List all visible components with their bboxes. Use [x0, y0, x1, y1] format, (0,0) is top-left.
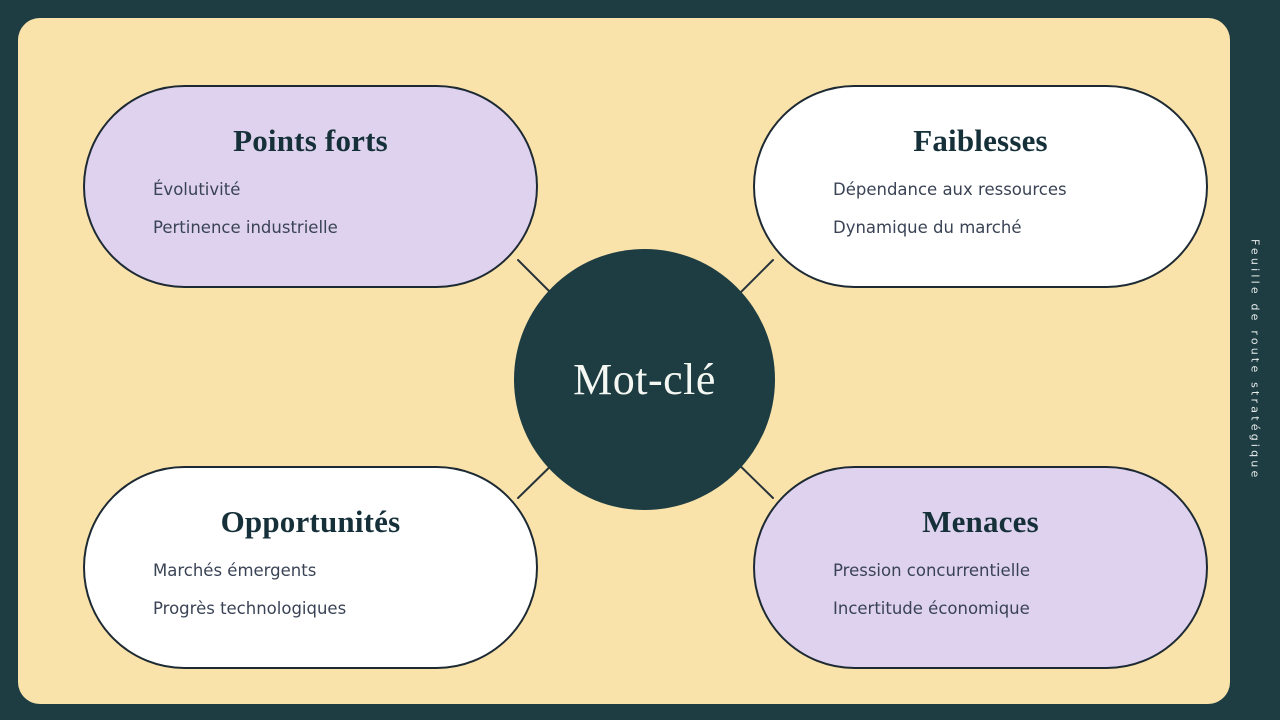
quadrant-strengths[interactable]: Points forts Évolutivité Pertinence indu… — [83, 85, 538, 288]
list-item: Dynamique du marché — [833, 217, 1022, 237]
list-item: Incertitude économique — [833, 598, 1030, 618]
quadrant-weaknesses-items: Dépendance aux ressources Dynamique du m… — [755, 180, 1206, 237]
list-item: Pertinence industrielle — [153, 217, 338, 237]
quadrant-threats[interactable]: Menaces Pression concurrentielle Incerti… — [753, 466, 1208, 669]
quadrant-opportunities[interactable]: Opportunités Marchés émergents Progrès t… — [83, 466, 538, 669]
list-item: Marchés émergents — [153, 561, 317, 580]
quadrant-threats-title: Menaces — [922, 504, 1039, 539]
quadrant-opportunities-title: Opportunités — [220, 504, 401, 539]
quadrant-weaknesses[interactable]: Faiblesses Dépendance aux ressources Dyn… — [753, 85, 1208, 288]
side-caption: Feuille de route stratégique — [1230, 0, 1280, 720]
list-item: Évolutivité — [153, 180, 241, 199]
list-item: Progrès technologiques — [153, 598, 347, 618]
side-caption-text: Feuille de route stratégique — [1248, 239, 1262, 481]
list-item: Pression concurrentielle — [833, 561, 1031, 580]
quadrant-weaknesses-title: Faiblesses — [913, 123, 1048, 158]
center-keyword-node[interactable]: Mot-clé — [514, 249, 775, 510]
diagram-canvas: Points forts Évolutivité Pertinence indu… — [18, 18, 1230, 704]
quadrant-opportunities-items: Marchés émergents Progrès technologiques — [85, 561, 536, 618]
quadrant-strengths-title: Points forts — [233, 123, 388, 158]
quadrant-strengths-items: Évolutivité Pertinence industrielle — [85, 180, 536, 237]
quadrant-threats-items: Pression concurrentielle Incertitude éco… — [755, 561, 1206, 618]
list-item: Dépendance aux ressources — [833, 180, 1067, 199]
center-keyword-label: Mot-clé — [573, 354, 716, 404]
